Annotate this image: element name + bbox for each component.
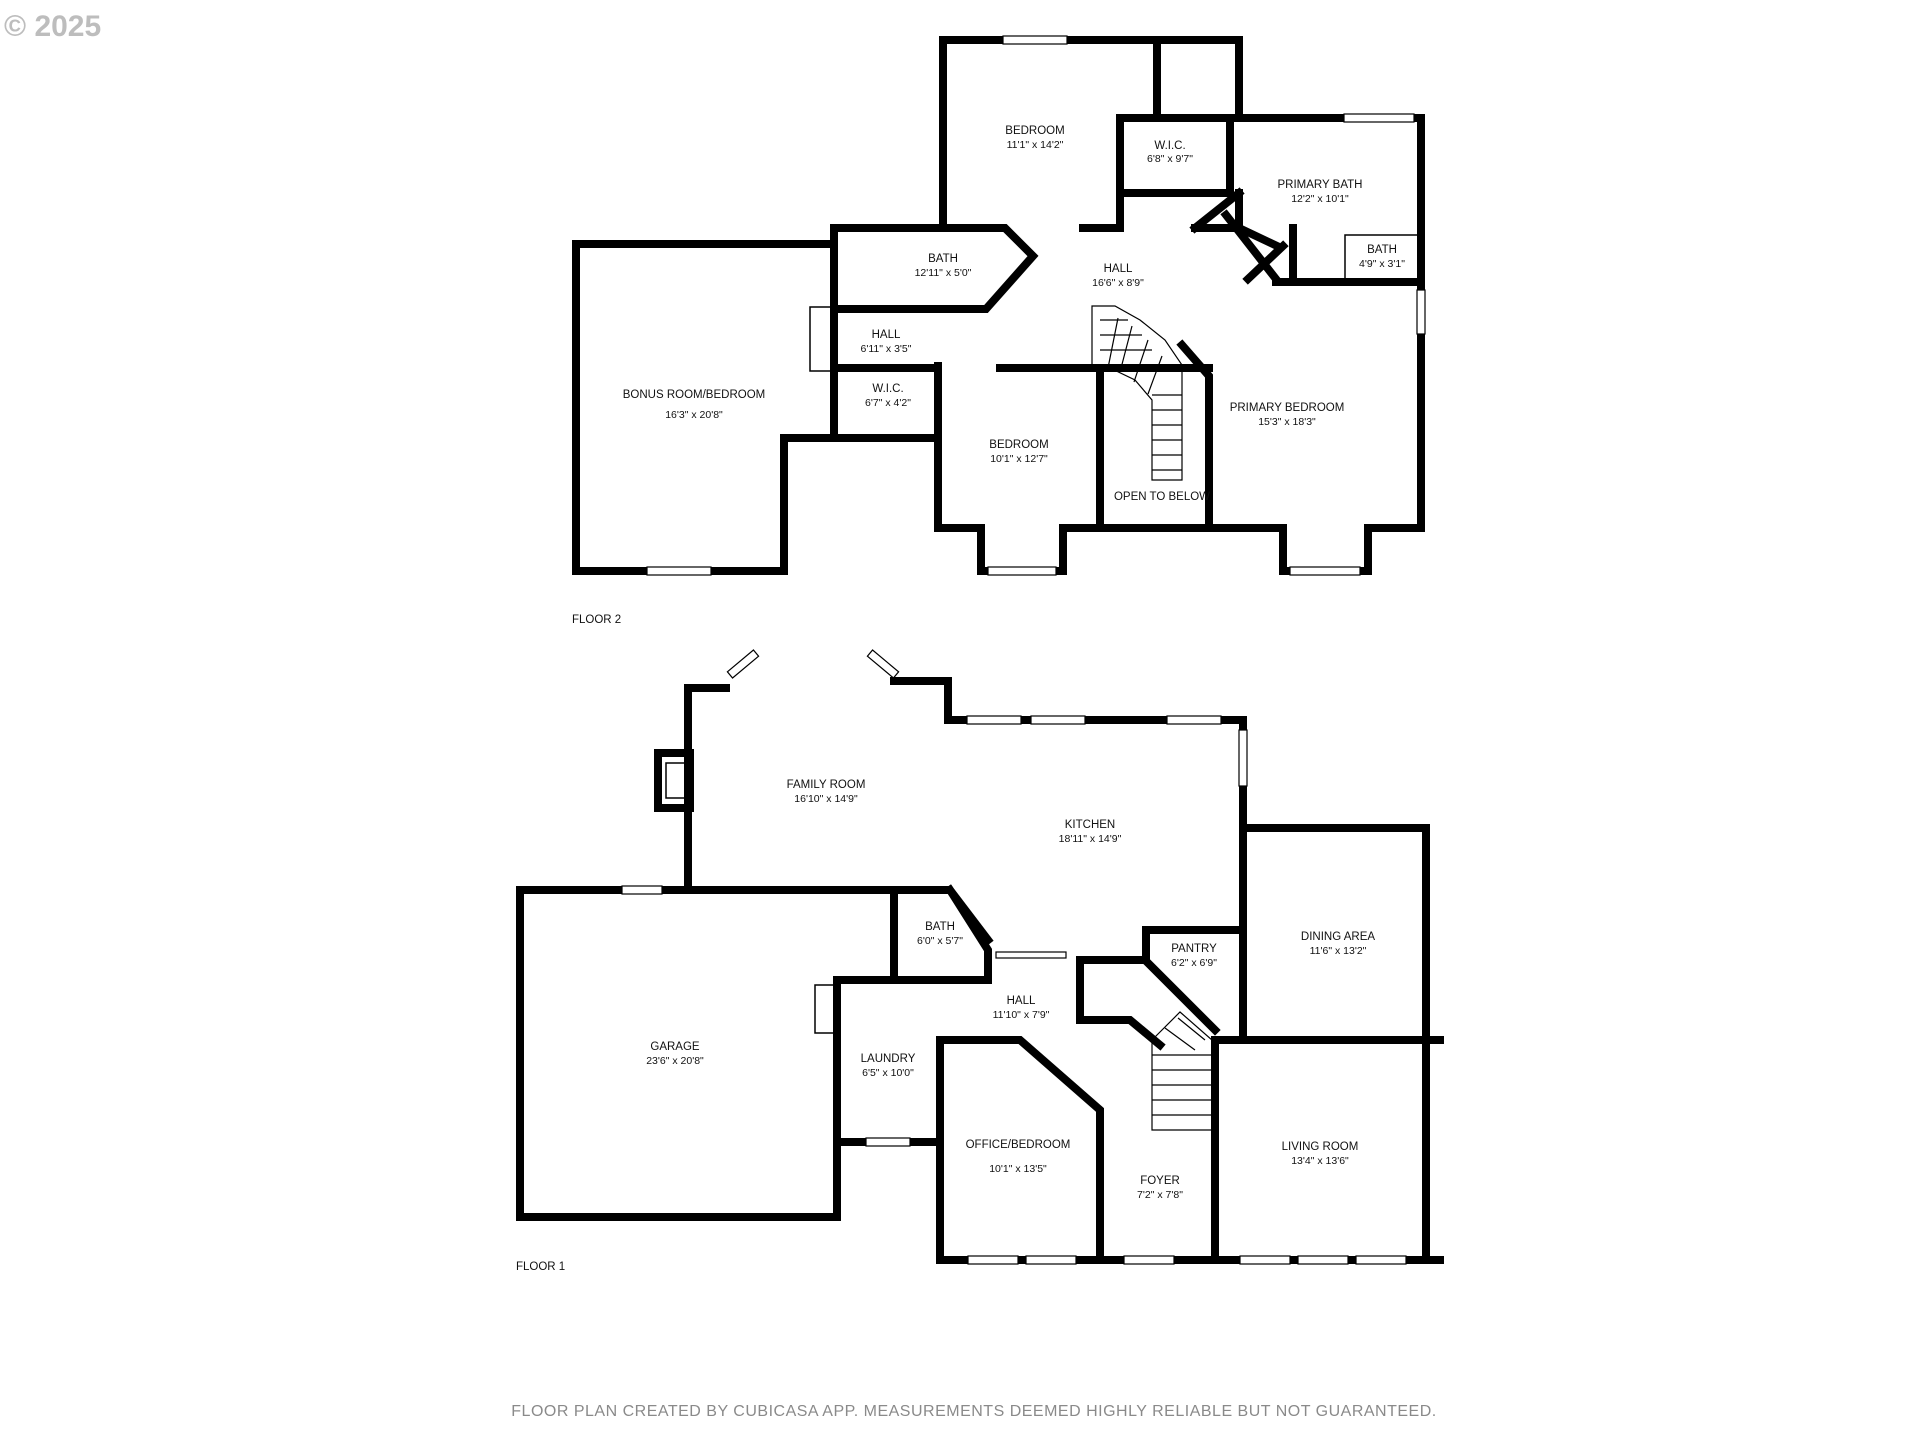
room-name: FOYER	[1140, 1175, 1180, 1187]
room-name: BEDROOM	[1005, 125, 1064, 137]
room-name: DINING AREA	[1301, 931, 1375, 943]
room-size: 16'10" x 14'9"	[794, 793, 858, 805]
room-name: HALL	[872, 329, 901, 341]
floor2-room-labels: BEDROOM 11'1" x 14'2" W.I.C. 6'8" x 9'7"…	[623, 125, 1405, 503]
room-name: BONUS ROOM/BEDROOM	[623, 389, 765, 401]
room-size: 13'4" x 13'6"	[1291, 1155, 1349, 1167]
room-size: 7'2" x 7'8"	[1137, 1189, 1183, 1201]
floor1-room-labels: FAMILY ROOM 16'10" x 14'9" KITCHEN 18'11…	[646, 779, 1375, 1201]
room-name: BEDROOM	[989, 439, 1048, 451]
footer-disclaimer: FLOOR PLAN CREATED BY CUBICASA APP. MEAS…	[511, 1403, 1436, 1420]
floor2-main-walls	[830, 35, 1426, 576]
room-name: HALL	[1007, 995, 1036, 1007]
room-size: 15'3" x 18'3"	[1258, 416, 1316, 428]
room-size: 16'6" x 8'9"	[1092, 277, 1144, 289]
room-size: 6'11" x 3'5"	[861, 343, 912, 355]
room-name: PANTRY	[1171, 943, 1217, 955]
floor-2-label: FLOOR 2	[572, 614, 621, 626]
room-name: GARAGE	[650, 1041, 700, 1053]
room-size: 4'9" x 3'1"	[1359, 258, 1405, 270]
room-name: BATH	[925, 921, 955, 933]
room-size: 12'2" x 10'1"	[1291, 193, 1349, 205]
room-name: OPEN TO BELOW	[1114, 491, 1210, 503]
room-size: 23'6" x 20'8"	[646, 1055, 704, 1067]
room-name: HALL	[1104, 263, 1133, 275]
room-size: 18'11" x 14'9"	[1059, 833, 1122, 845]
floor1-walls	[516, 649, 1444, 1265]
room-size: 6'7" x 4'2"	[865, 397, 911, 409]
floor-2: FLOOR 2 BEDROOM 11'1" x 14'2" W.I.C. 6'8…	[572, 35, 1426, 626]
room-size: 6'5" x 10'0"	[862, 1067, 914, 1079]
room-size: 10'1" x 12'7"	[990, 453, 1048, 465]
room-size: 6'0" x 5'7"	[917, 935, 963, 947]
room-size: 11'6" x 13'2"	[1310, 945, 1367, 957]
room-size: 12'11" x 5'0"	[915, 267, 972, 279]
room-size: 10'1" x 13'5"	[989, 1163, 1047, 1175]
room-name: KITCHEN	[1065, 819, 1115, 831]
room-size: 6'2" x 6'9"	[1171, 957, 1217, 969]
room-name: W.I.C.	[872, 383, 903, 395]
room-name: BATH	[1367, 244, 1397, 256]
floor-1-label: FLOOR 1	[516, 1261, 565, 1273]
room-size: 6'8" x 9'7"	[1147, 153, 1193, 165]
room-size: 11'1" x 14'2"	[1007, 139, 1064, 151]
room-name: BATH	[928, 253, 958, 265]
room-name: OFFICE/BEDROOM	[966, 1139, 1071, 1151]
room-name: FAMILY ROOM	[787, 779, 866, 791]
room-name: LAUNDRY	[861, 1053, 916, 1065]
room-name: LIVING ROOM	[1282, 1141, 1359, 1153]
room-name: PRIMARY BATH	[1278, 179, 1363, 191]
room-size: 16'3" x 20'8"	[665, 409, 723, 421]
room-size: 11'10" x 7'9"	[993, 1009, 1050, 1021]
room-name: W.I.C.	[1154, 140, 1185, 152]
floor-1: FLOOR 1 FAMILY ROOM 16'10" x 14'9" KITCH…	[516, 649, 1444, 1273]
room-name: PRIMARY BEDROOM	[1230, 402, 1345, 414]
copyright-watermark: © 2025	[4, 10, 101, 43]
